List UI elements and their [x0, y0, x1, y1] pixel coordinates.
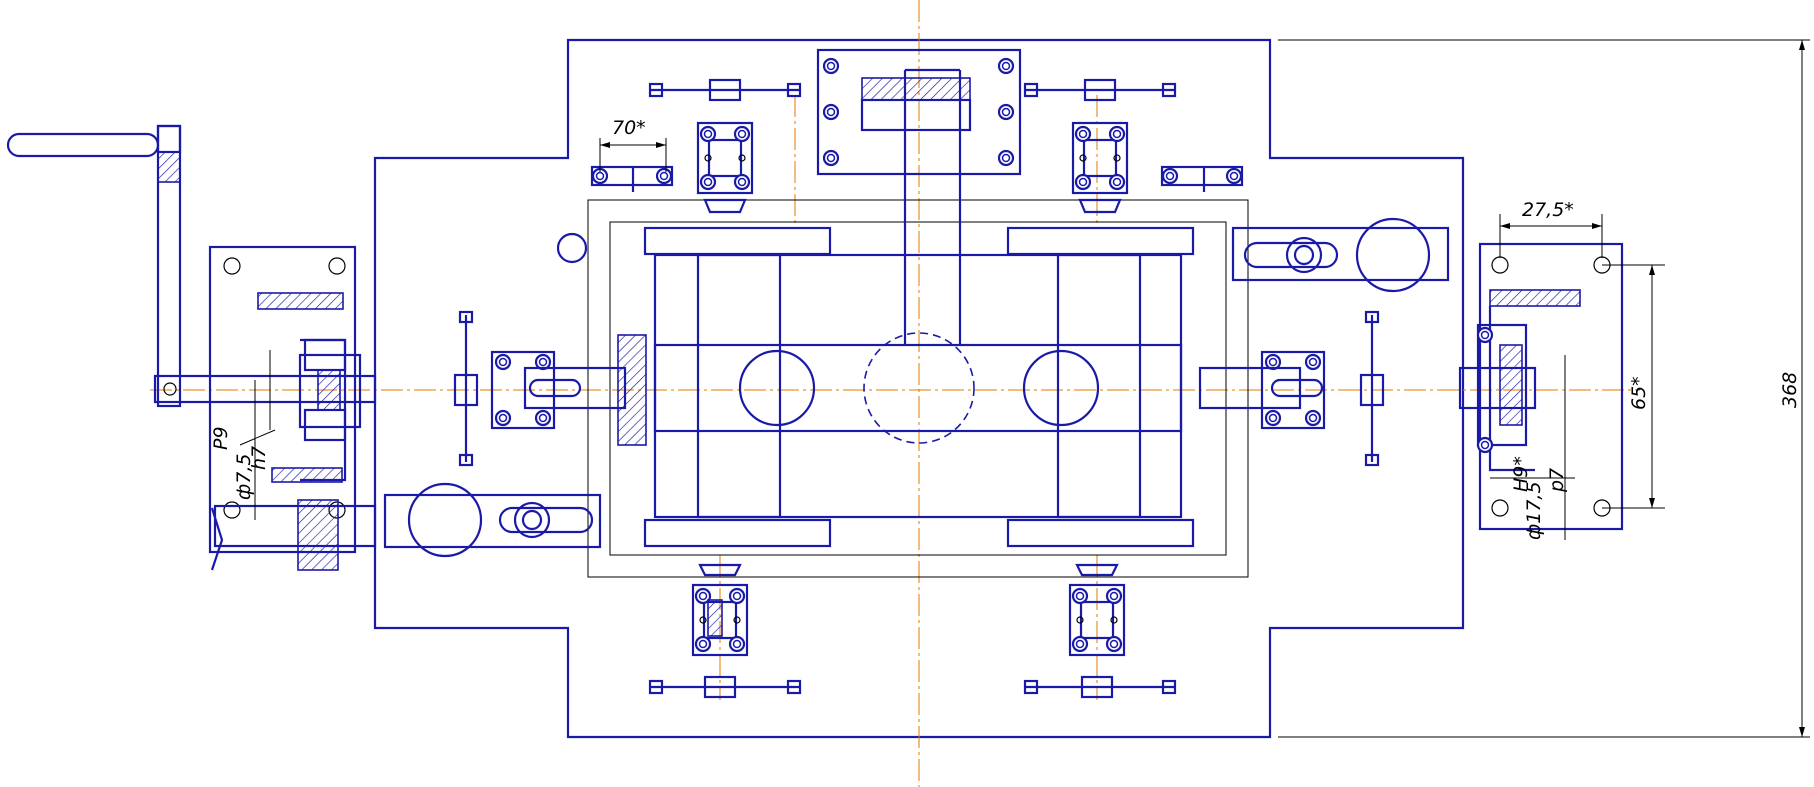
dimension-368-label: 368	[1779, 372, 1801, 408]
right-fit-callout: ф17,5 H9* p7	[1490, 355, 1575, 540]
lower-left-clamp	[648, 563, 802, 699]
left-crank-handle	[6, 124, 377, 408]
center-lines	[150, 0, 1640, 787]
base-plate	[373, 38, 1465, 739]
right-screw	[1160, 165, 1244, 192]
right-fit-upper-label: H9*	[1510, 456, 1532, 492]
right-shaft-clamp	[1198, 310, 1385, 467]
workpiece-frame	[556, 68, 1249, 578]
upper-left-clamp	[648, 78, 802, 214]
lower-right-clamp	[1023, 563, 1177, 699]
left-fit-upper-label: P9	[210, 426, 232, 450]
dimension-65: 65*	[1602, 264, 1665, 509]
dimension-27-5-label: 27,5*	[1522, 199, 1574, 221]
right-eccentric-cam	[1231, 217, 1450, 293]
left-shaft-clamp	[453, 310, 647, 467]
right-bracket	[1458, 242, 1624, 531]
left-eccentric-cam	[383, 482, 602, 558]
left-fit-callout: ф7,5 P9 h7	[210, 352, 276, 520]
dimension-27-5: 27,5*	[1499, 199, 1603, 258]
right-fit-lower-label: p7	[1546, 468, 1568, 493]
left-fit-lower-label: h7	[248, 446, 270, 470]
dimension-70: 70*	[599, 117, 667, 172]
dimension-65-label: 65*	[1628, 376, 1650, 410]
left-bracket	[208, 245, 377, 571]
left-diameter-label: ф7,5	[233, 454, 255, 500]
upper-right-clamp	[1023, 78, 1177, 214]
top-locator-block	[816, 48, 1022, 176]
dimension-368: 368	[1278, 39, 1810, 738]
dimension-70-label: 70*	[612, 117, 646, 139]
left-screw-70	[590, 165, 674, 192]
right-diameter-label: ф17,5	[1523, 481, 1545, 540]
